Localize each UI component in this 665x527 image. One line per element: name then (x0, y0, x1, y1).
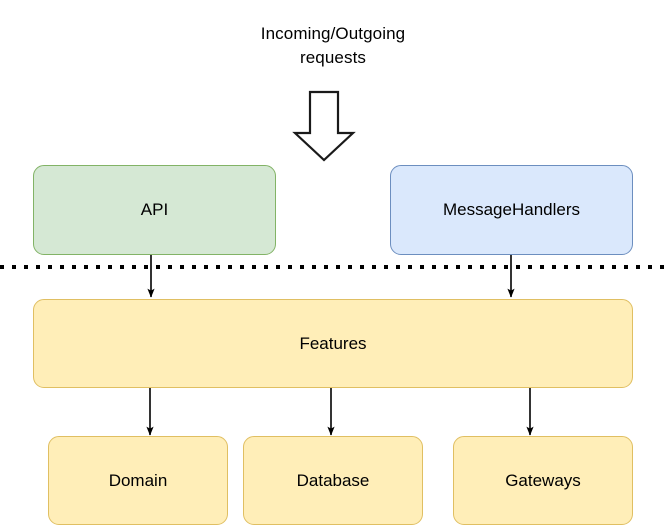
node-message-handlers-label: MessageHandlers (442, 200, 580, 219)
block-arrow-incoming-outgoing (292, 90, 356, 162)
layer-boundary-line (0, 265, 665, 269)
node-message-handlers[interactable]: MessageHandlers (390, 165, 633, 255)
node-database[interactable]: Database (243, 436, 423, 525)
node-features-label: Features (299, 333, 367, 353)
node-database-label: Database (296, 470, 370, 490)
node-api[interactable]: API (33, 165, 276, 255)
node-domain-label: Domain (108, 470, 168, 490)
node-features[interactable]: Features (33, 299, 633, 388)
node-domain[interactable]: Domain (48, 436, 228, 525)
node-gateways-label: Gateways (505, 470, 581, 490)
incoming-outgoing-caption: Incoming/Outgoing requests (260, 24, 406, 67)
node-api-label: API (140, 200, 169, 219)
node-gateways[interactable]: Gateways (453, 436, 633, 525)
edges (146, 255, 534, 436)
